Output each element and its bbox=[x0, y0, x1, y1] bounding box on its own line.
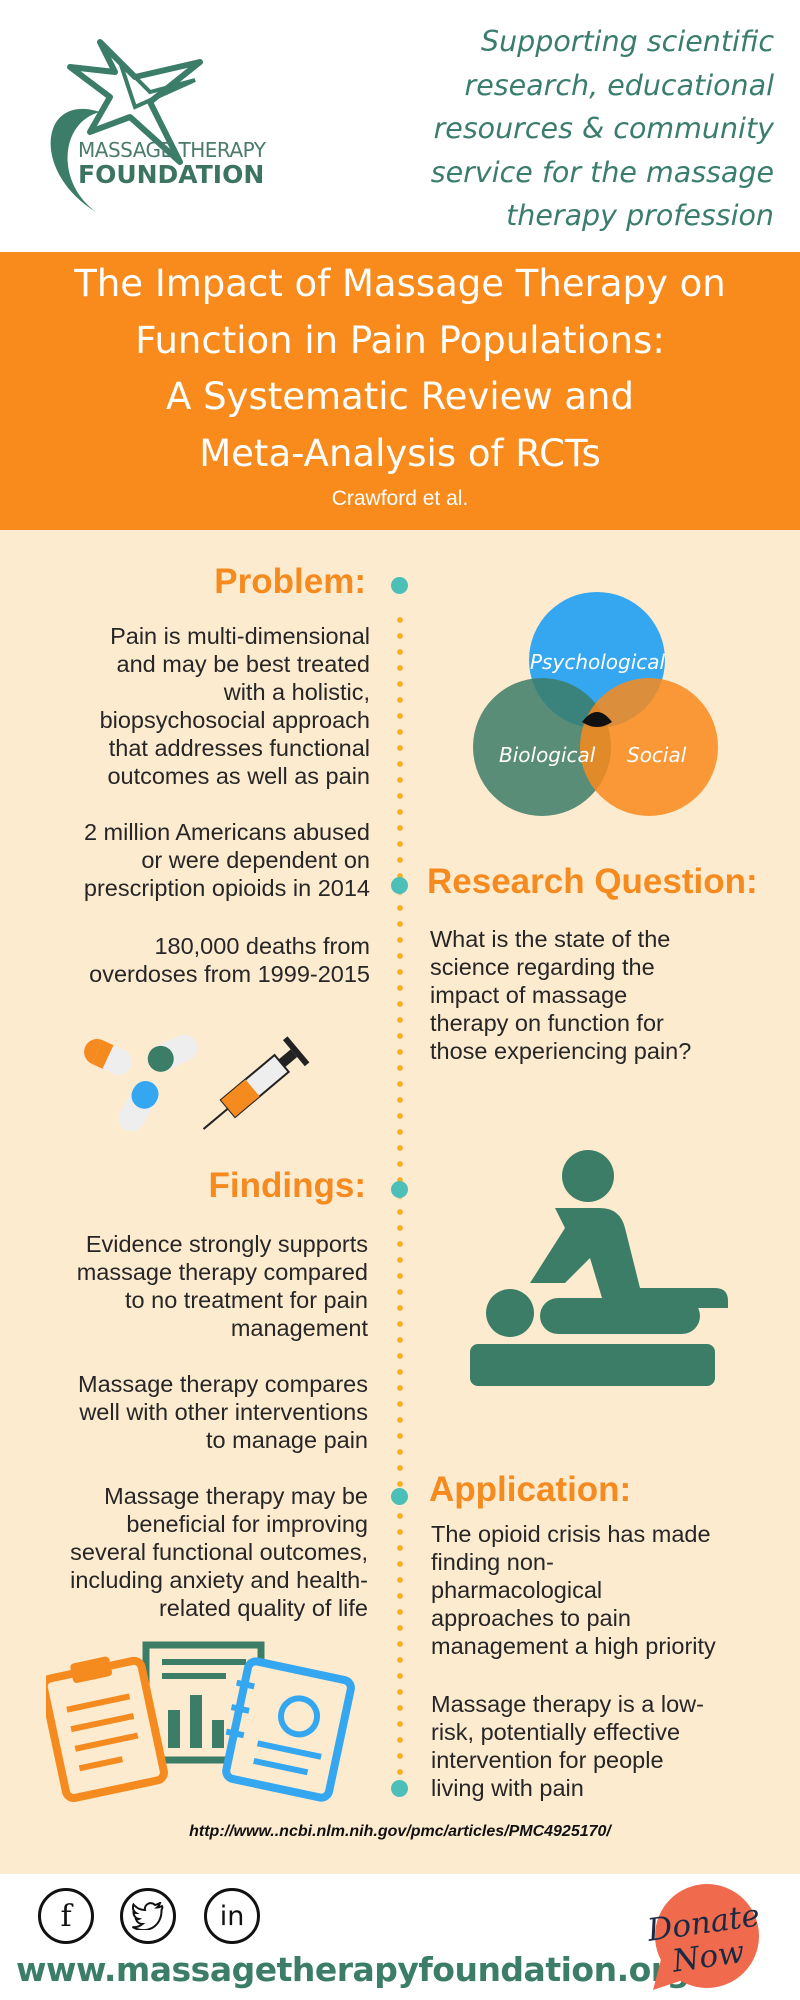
problem-text-1: Pain is multi-dimensional and may be bes… bbox=[99, 623, 370, 789]
tagline: Supporting scientific research, educatio… bbox=[430, 25, 774, 232]
logo-icon bbox=[50, 39, 203, 212]
timeline-dot-end bbox=[391, 1780, 408, 1797]
author: Crawford et al. bbox=[331, 487, 469, 510]
twitter-icon[interactable] bbox=[120, 1888, 176, 1944]
findings-heading: Findings: bbox=[208, 1166, 366, 1205]
facebook-icon[interactable]: f bbox=[38, 1888, 94, 1944]
website-link[interactable]: www.massagetherapyfoundation.org bbox=[16, 1950, 690, 1989]
venn-label-biological: Biological bbox=[499, 743, 596, 767]
research-question-heading: Research Question: bbox=[427, 862, 758, 901]
timeline-dot-findings bbox=[391, 1181, 408, 1198]
header bbox=[0, 0, 800, 252]
reference-link[interactable]: http://www..ncbi.nlm.nih.gov/pmc/article… bbox=[189, 1823, 611, 1840]
research-question-text: What is the state of the science regardi… bbox=[430, 926, 692, 1064]
linkedin-icon[interactable]: in bbox=[204, 1888, 260, 1944]
logo-text-line1: MASSAGE THERAPY bbox=[78, 138, 266, 162]
massage-therapist-icon bbox=[470, 1150, 728, 1386]
timeline-dotted-line bbox=[397, 612, 403, 1792]
problem-text-2: 2 million Americans abused or were depen… bbox=[83, 819, 370, 901]
findings-text-2: Massage therapy compares well with other… bbox=[78, 1371, 368, 1453]
twitter-bird-icon bbox=[132, 1902, 164, 1930]
timeline-dot-application bbox=[391, 1488, 408, 1505]
problem-heading: Problem: bbox=[214, 562, 366, 601]
linkedin-glyph: in bbox=[219, 1900, 245, 1932]
findings-text-1: Evidence strongly supports massage thera… bbox=[76, 1231, 368, 1341]
pills-and-syringe-icon bbox=[84, 1034, 310, 1132]
application-text-2: Massage therapy is a low- risk, potentia… bbox=[431, 1691, 704, 1801]
application-text-1: The opioid crisis has made finding non- … bbox=[431, 1521, 716, 1659]
title-banner bbox=[0, 252, 800, 530]
logo-text-line2: FOUNDATION bbox=[78, 160, 265, 189]
timeline-dot-research bbox=[391, 877, 408, 894]
documents-icon bbox=[46, 1641, 355, 1802]
page-title: The Impact of Massage Therapy on Functio… bbox=[74, 262, 726, 475]
venn-label-psychological: Psychological bbox=[530, 650, 666, 674]
findings-text-3: Massage therapy may be beneficial for im… bbox=[70, 1483, 368, 1621]
venn-label-social: Social bbox=[627, 743, 687, 767]
timeline-dot-problem bbox=[391, 577, 408, 594]
venn-diagram bbox=[473, 592, 718, 816]
facebook-glyph: f bbox=[60, 1898, 72, 1934]
application-heading: Application: bbox=[429, 1470, 632, 1509]
donate-bubble-icon bbox=[653, 1884, 759, 1990]
problem-text-3: 180,000 deaths from overdoses from 1999-… bbox=[89, 933, 370, 987]
